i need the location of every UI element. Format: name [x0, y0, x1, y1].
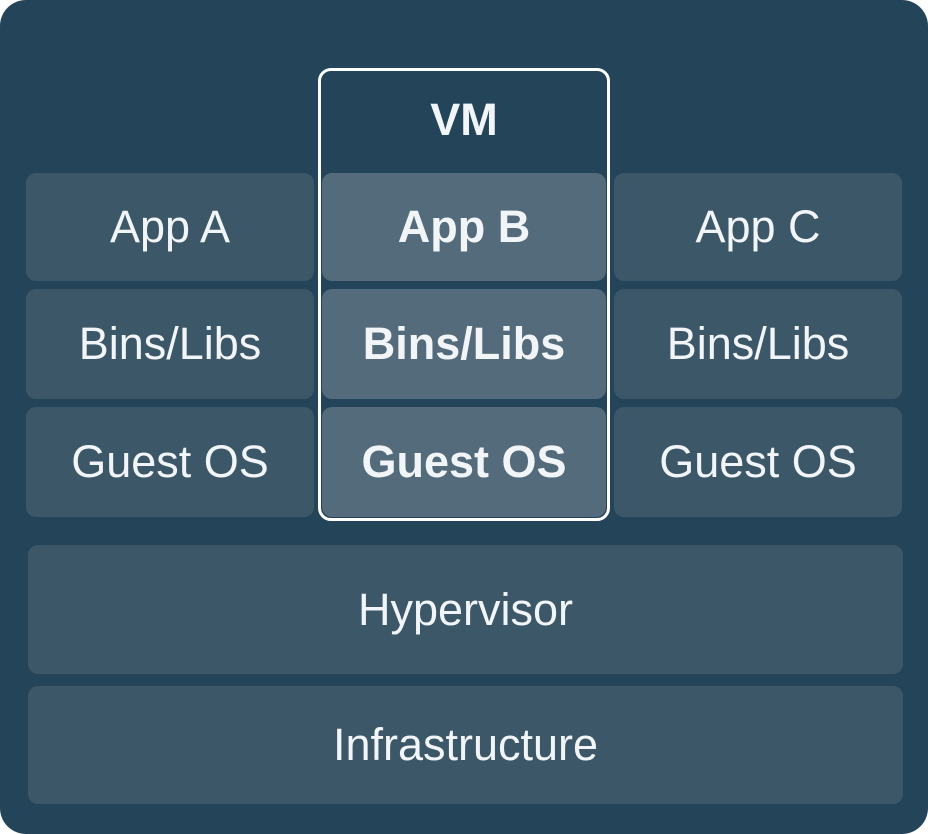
- box-bins-libs-left: Bins/Libs: [26, 289, 314, 399]
- box-bins-libs-vm: Bins/Libs: [322, 289, 606, 399]
- layer-infrastructure: Infrastructure: [28, 686, 903, 804]
- box-app-a: App A: [26, 173, 314, 281]
- layer-hypervisor: Hypervisor: [28, 545, 903, 674]
- box-bins-libs-right: Bins/Libs: [614, 289, 902, 399]
- box-guest-os-right: Guest OS: [614, 407, 902, 517]
- box-app-b: App B: [322, 173, 606, 281]
- vm-frame: [318, 68, 610, 521]
- vm-label: VM: [430, 94, 498, 145]
- stack-grid: App A App B App C Bins/Libs Bins/Libs Bi…: [26, 173, 902, 517]
- box-guest-os-left: Guest OS: [26, 407, 314, 517]
- box-guest-os-vm: Guest OS: [322, 407, 606, 517]
- box-app-c: App C: [614, 173, 902, 281]
